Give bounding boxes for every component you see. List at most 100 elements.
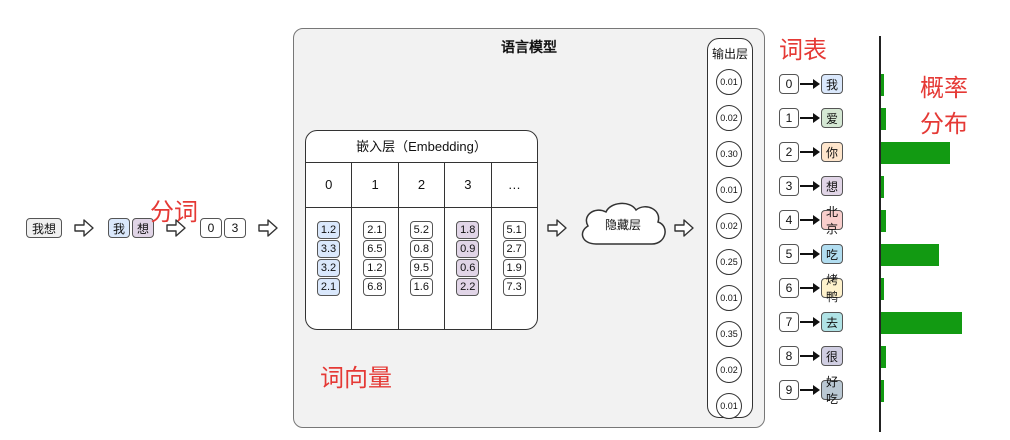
token-chip: 想 xyxy=(132,218,154,238)
arrow-icon xyxy=(800,181,820,191)
arrow-icon xyxy=(800,385,820,395)
arrow-icon xyxy=(800,351,820,361)
vocab-token: 烤鸭 xyxy=(821,273,844,304)
output-prob: 0.01 xyxy=(716,69,742,95)
token-id-chip: 3 xyxy=(224,218,246,238)
embedding-column-head: … xyxy=(491,163,537,208)
prob-bar xyxy=(881,278,884,300)
arrow-icon xyxy=(674,219,694,237)
output-prob: 0.30 xyxy=(716,141,742,167)
embedding-value: 5.2 xyxy=(409,221,433,239)
arrow-icon xyxy=(547,219,567,237)
vocab-token: 爱 xyxy=(821,108,844,128)
arrow-icon xyxy=(800,215,820,225)
embedding-value: 1.6 xyxy=(409,278,433,296)
vocab-index: 1 xyxy=(779,108,799,128)
embedding-value: 1.2 xyxy=(317,221,340,239)
language-model-title: 语言模型 xyxy=(501,39,557,55)
vocab-index: 6 xyxy=(779,278,799,298)
arrow-icon xyxy=(800,113,820,123)
prob-dist-label: 分布 xyxy=(920,111,968,138)
prob-bar xyxy=(881,176,884,198)
embedding-value: 6.8 xyxy=(363,278,387,296)
embedding-value: 0.6 xyxy=(456,259,480,277)
token-id-chip: 0 xyxy=(200,218,222,238)
vocab-index: 2 xyxy=(779,142,799,162)
prob-bar xyxy=(881,380,884,402)
prob-bar xyxy=(881,312,962,334)
output-prob: 0.02 xyxy=(716,105,742,131)
token-chip: 我 xyxy=(108,218,130,238)
input-sentence: 我想 xyxy=(26,218,62,238)
prob-bar xyxy=(881,108,886,130)
cloud-icon xyxy=(581,202,666,245)
output-prob: 0.25 xyxy=(716,249,742,275)
embedding-column-head: 3 xyxy=(445,163,491,208)
vocab-token: 想 xyxy=(821,176,844,196)
embedding-value: 9.5 xyxy=(409,259,433,277)
vocab-index: 4 xyxy=(779,210,799,230)
embedding-value: 6.5 xyxy=(363,240,387,258)
output-prob: 0.01 xyxy=(716,177,742,203)
embedding-value: 0.8 xyxy=(409,240,433,258)
vocab-token: 北京 xyxy=(821,205,844,236)
prob-bar xyxy=(881,244,939,266)
vocab-token: 很 xyxy=(821,346,844,366)
vocab-token: 你 xyxy=(821,142,844,162)
arrow-icon xyxy=(800,147,820,157)
embedding-value: 0.9 xyxy=(456,240,480,258)
hidden-layer-cloud: 隐藏层 xyxy=(574,196,672,254)
embedding-value: 1.2 xyxy=(363,259,387,277)
prob-dist-label: 概率 xyxy=(920,75,968,102)
hidden-layer-label: 隐藏层 xyxy=(604,218,641,232)
vocab-token: 好吃 xyxy=(821,375,844,406)
output-prob: 0.01 xyxy=(716,393,742,419)
prob-bar xyxy=(881,74,884,96)
prob-bar xyxy=(881,142,950,164)
embedding-value: 3.2 xyxy=(317,259,340,277)
embedding-value: 7.3 xyxy=(502,278,526,296)
embedding-value: 2.7 xyxy=(502,240,526,258)
vocab-index: 7 xyxy=(779,312,799,332)
vocab-token: 我 xyxy=(821,74,844,94)
embedding-column-head: 0 xyxy=(306,163,352,208)
embedding-value: 5.1 xyxy=(502,221,526,239)
vocab-label: 词表 xyxy=(779,37,827,64)
embedding-title: 嵌入层（Embedding） xyxy=(306,131,537,163)
embedding-column-head: 2 xyxy=(398,163,445,208)
prob-axis xyxy=(879,36,881,432)
word-vectors-label: 词向量 xyxy=(320,365,392,392)
vocab-index: 9 xyxy=(779,380,799,400)
arrow-icon xyxy=(800,79,820,89)
arrow-icon xyxy=(258,219,278,237)
embedding-value: 1.8 xyxy=(456,221,480,239)
output-prob: 0.02 xyxy=(716,213,742,239)
embedding-value: 2.1 xyxy=(363,221,387,239)
vocab-index: 8 xyxy=(779,346,799,366)
vocab-token: 去 xyxy=(821,312,844,332)
embedding-column-head: 1 xyxy=(352,163,398,208)
output-prob: 0.02 xyxy=(716,357,742,383)
tokenize-label: 分词 xyxy=(150,199,198,226)
vocab-index: 5 xyxy=(779,244,799,264)
vocab-token: 吃 xyxy=(821,244,844,264)
arrow-icon xyxy=(800,317,820,327)
embedding-value: 2.1 xyxy=(317,278,340,296)
vocab-index: 0 xyxy=(779,74,799,94)
vocab-index: 3 xyxy=(779,176,799,196)
embedding-value: 2.2 xyxy=(456,278,480,296)
embedding-value: 1.9 xyxy=(502,259,526,277)
output-prob: 0.01 xyxy=(716,285,742,311)
embedding-value: 3.3 xyxy=(317,240,340,258)
